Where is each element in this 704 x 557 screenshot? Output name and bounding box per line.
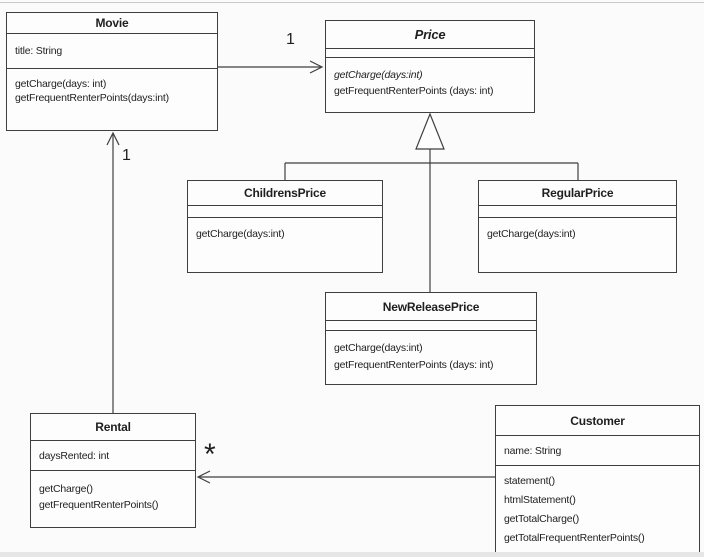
attributes-compartment-price — [326, 49, 534, 58]
image-bottom-border — [0, 552, 704, 557]
methods-compartment-regularprice: getCharge(days:int) — [479, 218, 676, 272]
class-name-regularprice: RegularPrice — [479, 181, 676, 206]
method: getCharge(days:int) — [196, 228, 285, 240]
multiplicity-label-rental-movie: 1 — [122, 147, 131, 164]
method: getCharge(days: int) — [15, 78, 107, 90]
method: statement() — [504, 475, 555, 487]
class-box-movie: Movie title: String getCharge(days: int)… — [6, 12, 218, 131]
class-name-newreleaseprice: NewReleasePrice — [326, 293, 536, 321]
multiplicity-label-movie-price: 1 — [286, 31, 295, 48]
class-box-regularprice: RegularPrice getCharge(days:int) — [478, 180, 677, 273]
methods-compartment-childrensprice: getCharge(days:int) — [188, 218, 382, 272]
attributes-compartment-customer: name: String — [496, 436, 699, 466]
attribute: daysRented: int — [39, 449, 109, 462]
method: getTotalFrequentRenterPoints() — [504, 532, 645, 544]
class-name-price: Price — [326, 21, 534, 49]
method: getFrequentRenterPoints() — [39, 499, 159, 511]
class-name-customer: Customer — [496, 406, 699, 436]
method: getCharge(days:int) — [334, 342, 423, 354]
multiplicity-label-customer-rental: * — [204, 438, 216, 471]
method: getFrequentRenterPoints (days: int) — [334, 359, 494, 371]
class-name-childrensprice: ChildrensPrice — [188, 181, 382, 206]
method: getFrequentRenterPoints (days: int) — [334, 85, 494, 97]
image-top-border — [0, 2, 704, 3]
method: getCharge(days:int) — [487, 228, 576, 240]
attributes-compartment-newreleaseprice — [326, 321, 536, 331]
class-box-price: Price getCharge(days:int) getFrequentRen… — [325, 20, 535, 113]
methods-compartment-customer: statement() htmlStatement() getTotalChar… — [496, 466, 699, 552]
class-box-rental: Rental daysRented: int getCharge() getFr… — [30, 413, 196, 528]
attributes-compartment-rental: daysRented: int — [31, 441, 195, 471]
class-box-newreleaseprice: NewReleasePrice getCharge(days:int) getF… — [325, 292, 537, 385]
class-box-customer: Customer name: String statement() htmlSt… — [495, 405, 700, 553]
class-box-childrensprice: ChildrensPrice getCharge(days:int) — [187, 180, 383, 273]
arrowhead-rental-movie — [106, 131, 120, 146]
attribute: title: String — [15, 45, 63, 57]
methods-compartment-rental: getCharge() getFrequentRenterPoints() — [31, 471, 195, 527]
method: getTotalCharge() — [504, 513, 580, 525]
attributes-compartment-regularprice — [479, 206, 676, 218]
class-name-movie: Movie — [7, 13, 217, 34]
method: getFrequentRenterPoints(days:int) — [15, 92, 169, 104]
methods-compartment-movie: getCharge(days: int) getFrequentRenterPo… — [7, 69, 217, 130]
methods-compartment-newreleaseprice: getCharge(days:int) getFrequentRenterPoi… — [326, 331, 536, 384]
method: htmlStatement() — [504, 494, 576, 506]
methods-compartment-price: getCharge(days:int) getFrequentRenterPoi… — [326, 58, 534, 112]
arrowhead-customer-rental — [196, 470, 211, 484]
arrowhead-movie-price — [309, 60, 324, 74]
generalization-triangle — [415, 112, 445, 150]
attributes-compartment-childrensprice — [188, 206, 382, 218]
attribute: name: String — [504, 444, 562, 457]
abstract-method: getCharge(days:int) — [334, 69, 423, 81]
class-name-rental: Rental — [31, 414, 195, 441]
method: getCharge() — [39, 483, 93, 495]
attributes-compartment-movie: title: String — [7, 34, 217, 69]
